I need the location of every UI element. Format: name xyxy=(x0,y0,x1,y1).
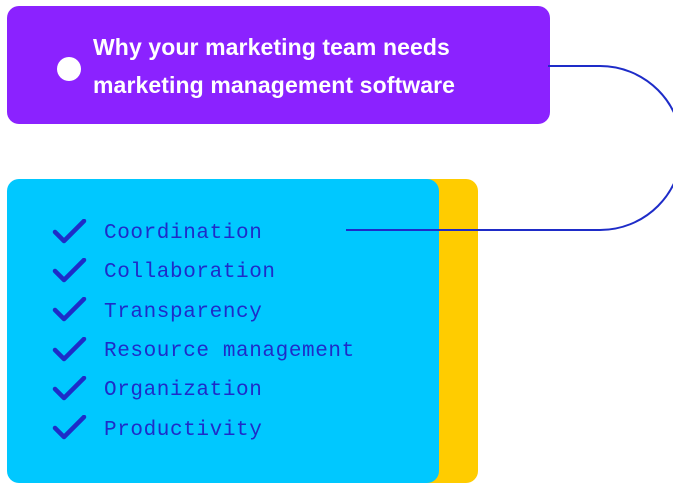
item-label: Collaboration xyxy=(104,261,276,285)
checkmark-icon xyxy=(50,257,90,288)
title-line-1: Why your marketing team needs xyxy=(93,34,450,60)
list-item: Collaboration xyxy=(50,253,355,292)
checkmark-icon xyxy=(50,297,90,327)
checkmark-icon xyxy=(50,415,90,445)
item-label: Organization xyxy=(104,379,263,403)
item-label: Productivity xyxy=(104,418,263,442)
title-line-2: marketing management software xyxy=(93,72,456,98)
list-item: Resource management xyxy=(50,332,355,371)
item-label: Coordination xyxy=(104,222,263,246)
title-banner: Why your marketing team needs marketing … xyxy=(7,6,550,124)
list-item: Productivity xyxy=(50,410,355,449)
checkmark-icon xyxy=(50,375,90,406)
item-label: Transparency xyxy=(104,300,263,324)
list-item: Coordination xyxy=(50,214,355,253)
list-item: Transparency xyxy=(50,293,355,332)
title-text: Why your marketing team needs marketing … xyxy=(93,28,533,104)
item-label: Resource management xyxy=(104,340,355,364)
checkmark-icon xyxy=(50,336,90,367)
benefits-list: Coordination Collaboration Transparency … xyxy=(50,214,355,450)
list-item: Organization xyxy=(50,371,355,410)
checkmark-icon xyxy=(50,218,90,249)
bullet-dot-icon xyxy=(57,57,81,81)
